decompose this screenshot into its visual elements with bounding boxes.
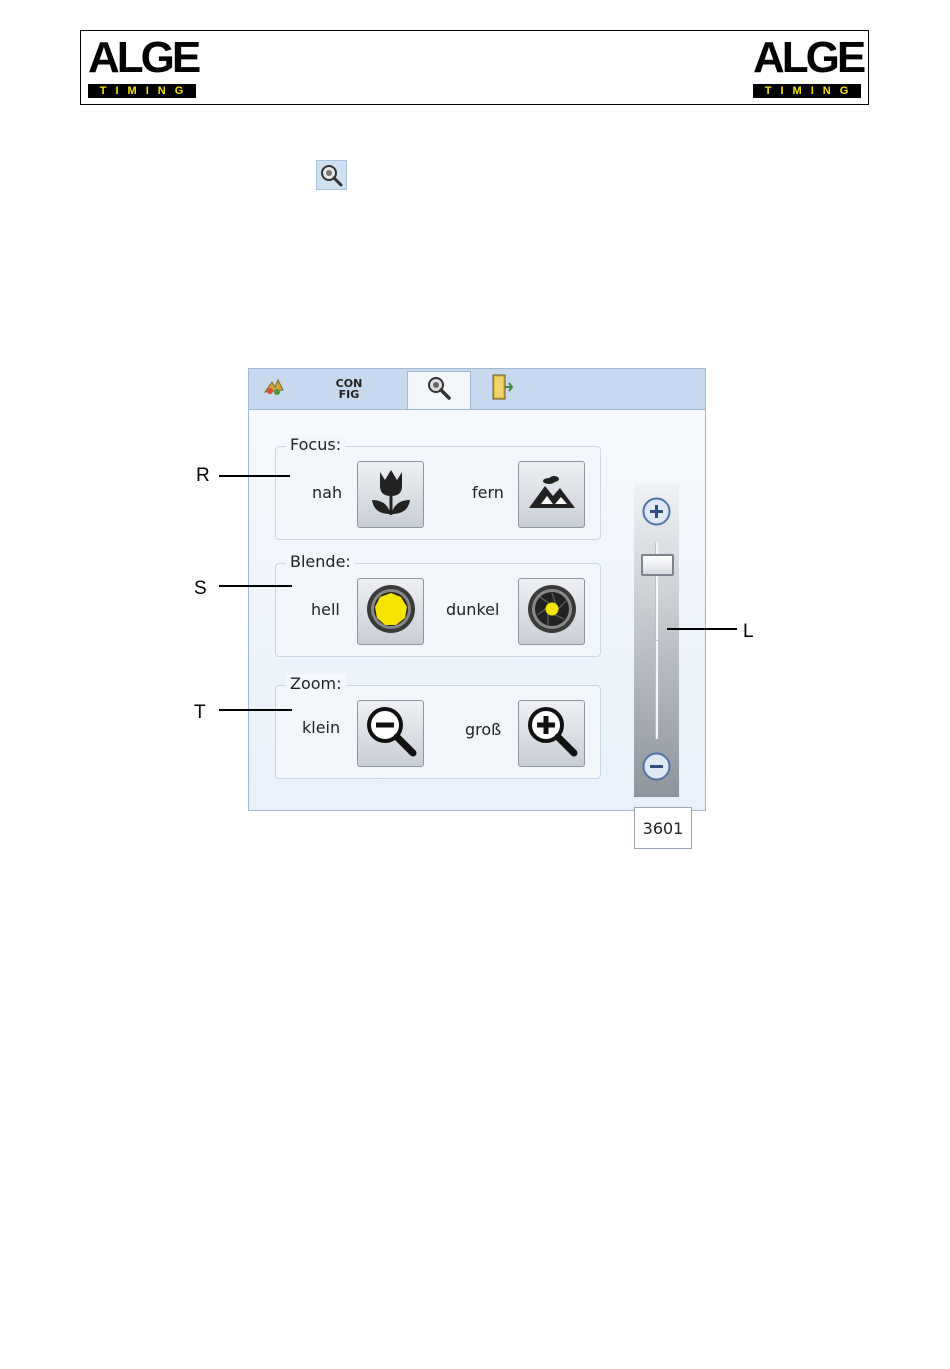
tab-content: Focus: nah fern (249, 410, 705, 810)
zoom-in-icon (524, 703, 580, 764)
focus-title: Focus: (286, 435, 345, 454)
aperture-bright-button[interactable] (357, 578, 424, 645)
tab-zoom[interactable] (407, 371, 471, 409)
zoom-title: Zoom: (286, 674, 346, 693)
slider-thumb[interactable] (641, 554, 674, 576)
plus-circle-icon (642, 513, 671, 530)
callout-line-l (667, 628, 737, 630)
tab-bar: CON FIG (249, 369, 705, 410)
focus-group: Focus: nah fern (275, 446, 601, 540)
zoom-slider[interactable] (634, 483, 679, 797)
logo-word: ALGE (88, 34, 196, 82)
aperture-dark-label: dunkel (446, 600, 499, 619)
callout-s: S (194, 578, 207, 600)
zoom-small-label: klein (302, 718, 340, 737)
aperture-open-icon (365, 583, 417, 640)
zoom-out-icon (363, 703, 419, 764)
focus-far-label: fern (472, 483, 504, 502)
callout-line-s (219, 585, 292, 587)
logo-band: TIMING (753, 84, 861, 98)
tab-photo-finish[interactable] (253, 369, 295, 409)
callout-line-r (219, 475, 290, 477)
slider-tick (650, 640, 662, 641)
zoom-magnifier-icon (316, 160, 347, 190)
aperture-group: Blende: hell dunkel (275, 563, 601, 657)
slider-plus-button[interactable] (642, 497, 671, 526)
alge-logo-left: ALGE TIMING (88, 38, 196, 98)
zoom-in-button[interactable] (518, 700, 585, 767)
aperture-closed-icon (526, 583, 578, 640)
tulip-icon (366, 466, 416, 523)
tab-config-line2: FIG (336, 389, 363, 400)
aperture-bright-label: hell (311, 600, 340, 619)
exit-door-icon (490, 373, 514, 406)
zoom-magnifier-icon (426, 375, 452, 406)
minus-circle-icon (642, 768, 671, 785)
mountains-icon (525, 470, 579, 519)
camera-control-panel: CON FIG (248, 368, 706, 811)
aperture-dark-button[interactable] (518, 578, 585, 645)
focus-near-label: nah (312, 483, 342, 502)
tab-config[interactable]: CON FIG (321, 369, 377, 409)
callout-t: T (194, 702, 206, 724)
focus-near-button[interactable] (357, 461, 424, 528)
zoom-group: Zoom: klein groß (275, 685, 601, 779)
zoom-out-button[interactable] (357, 700, 424, 767)
callout-line-t (219, 709, 292, 711)
alge-logo-right: ALGE TIMING (753, 38, 861, 98)
zoom-value-field[interactable]: 3601 (634, 807, 692, 849)
aperture-title: Blende: (286, 552, 355, 571)
logo-band: TIMING (88, 84, 196, 98)
callout-l: L (743, 621, 754, 643)
tab-exit[interactable] (485, 369, 519, 409)
zoom-large-label: groß (465, 720, 501, 739)
callout-r: R (196, 465, 210, 487)
logo-word: ALGE (753, 34, 861, 82)
slider-minus-button[interactable] (642, 752, 671, 781)
focus-far-button[interactable] (518, 461, 585, 528)
photo-finish-icon (262, 376, 286, 403)
page-header: ALGE TIMING ALGE TIMING (80, 30, 869, 105)
